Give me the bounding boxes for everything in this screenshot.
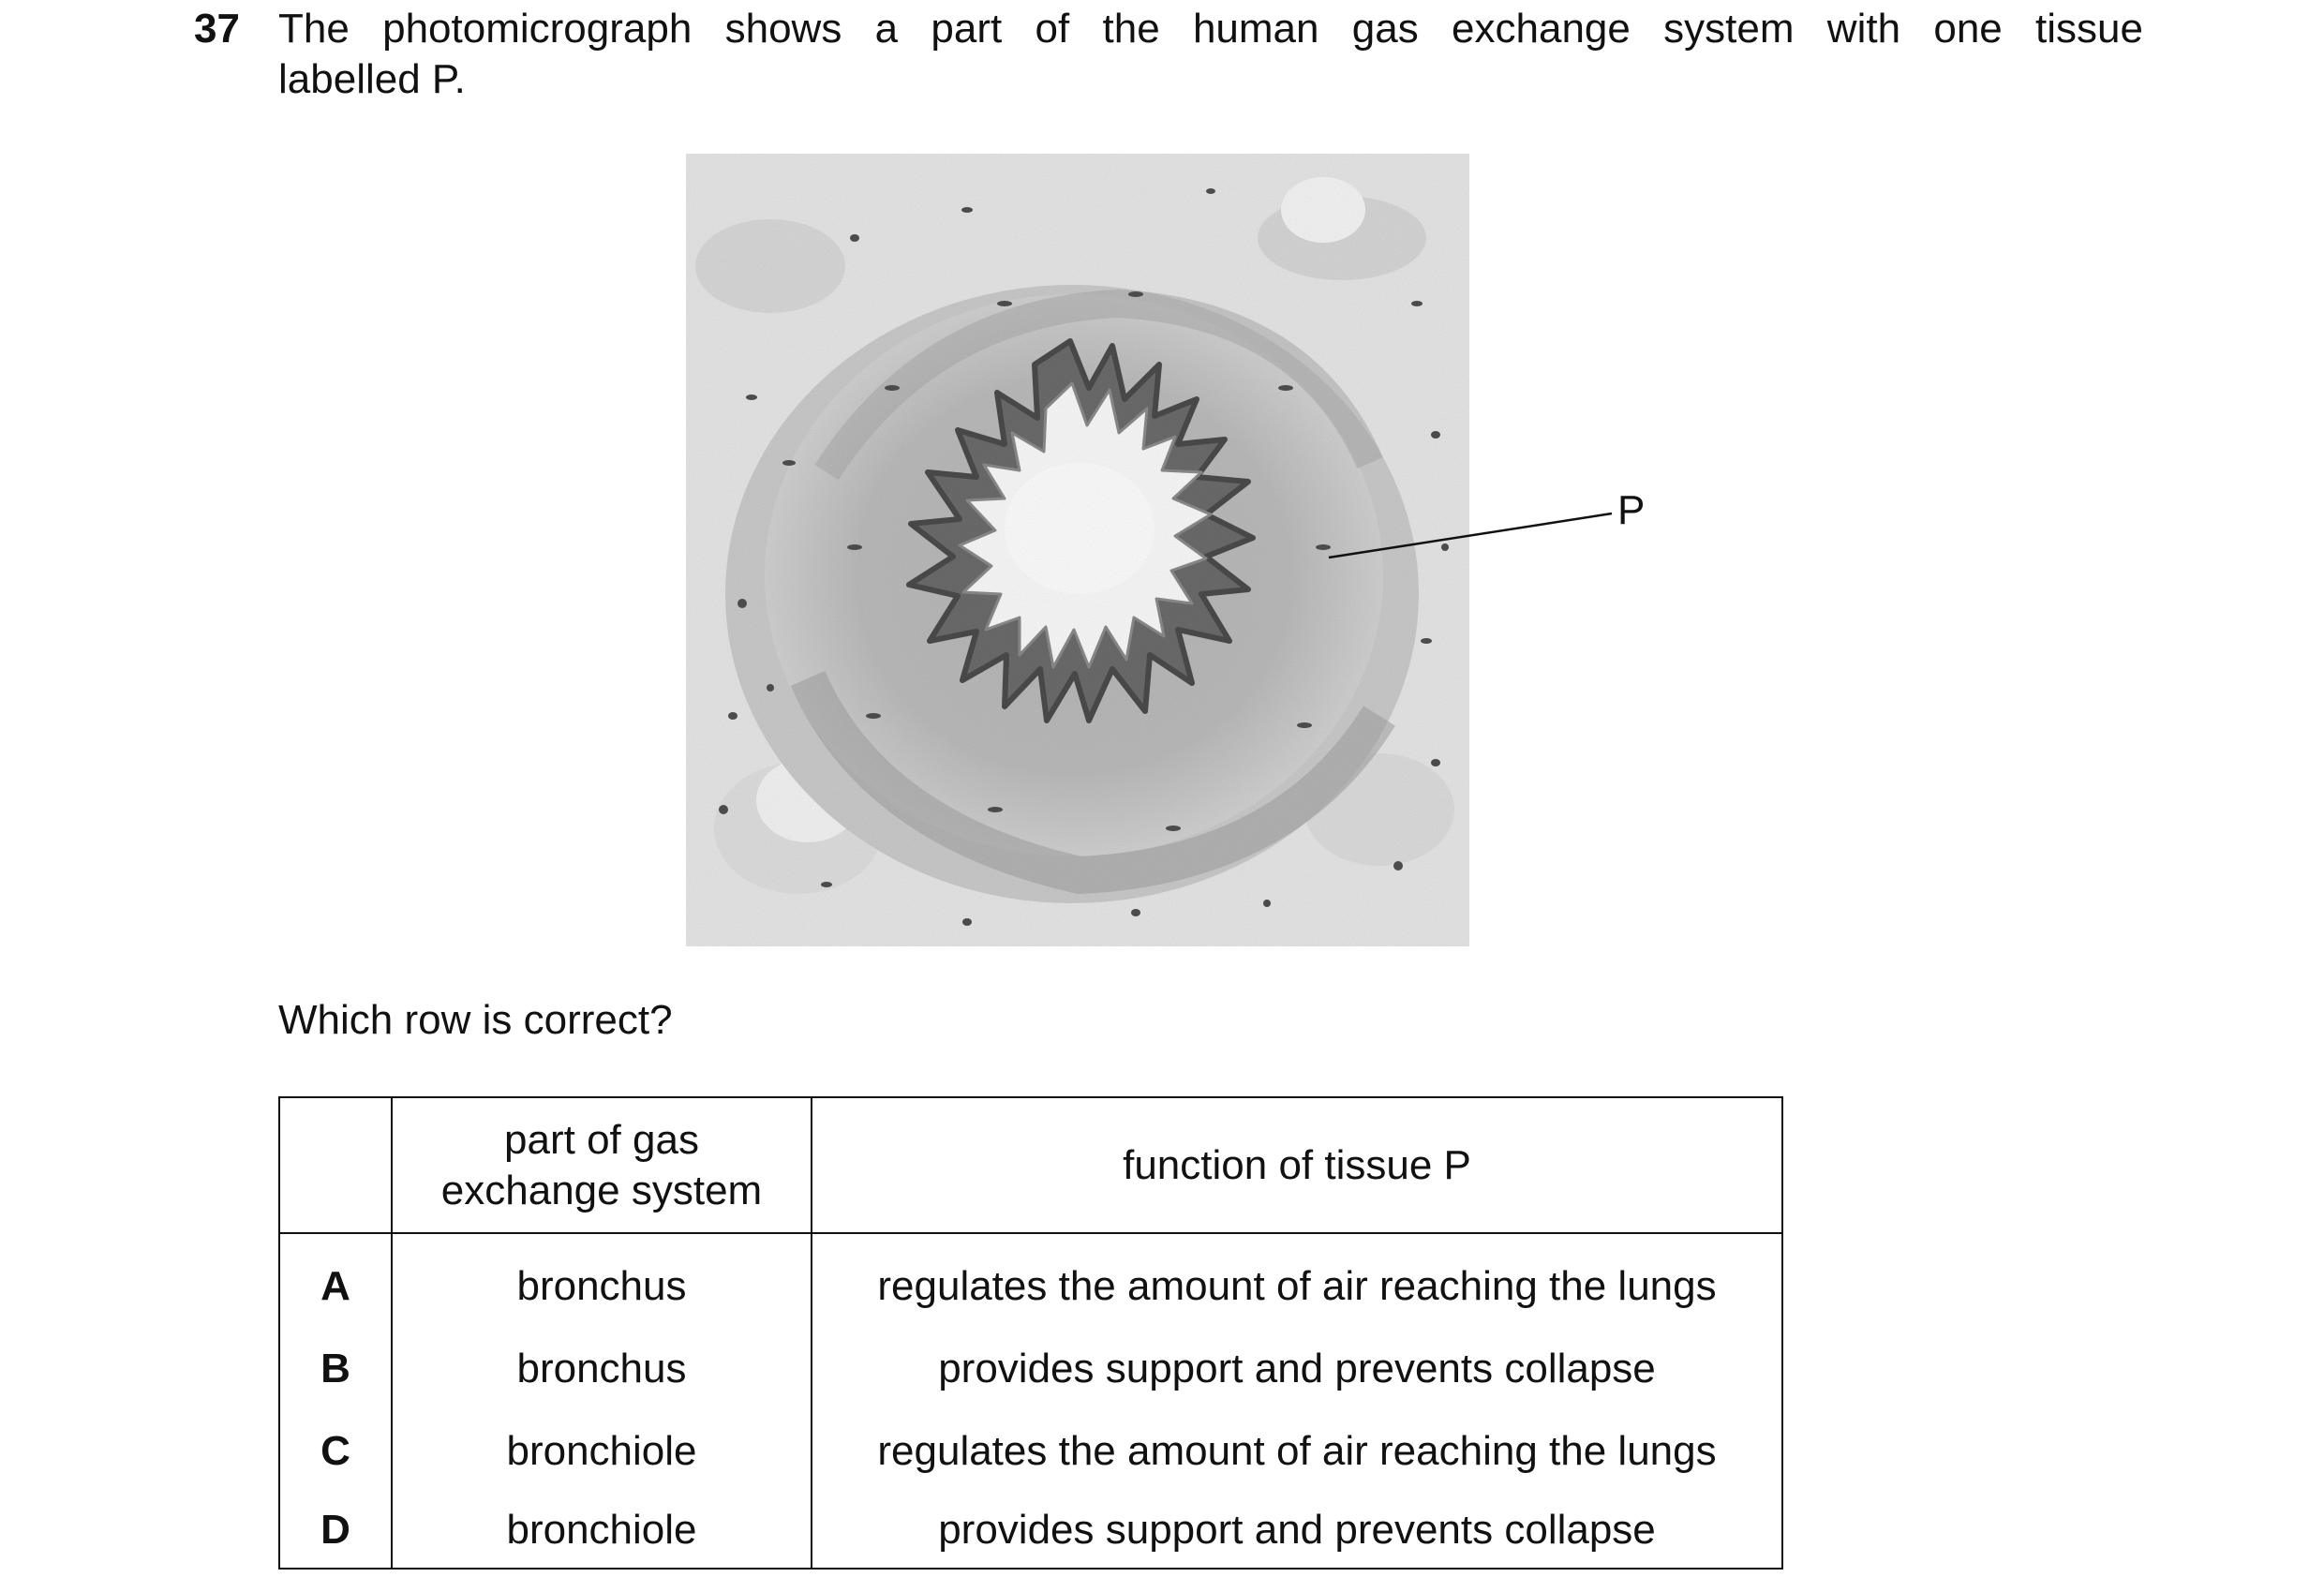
row-part: bronchus — [391, 1233, 812, 1328]
question-text-line-1: The photomicrograph shows a part of the … — [278, 6, 2143, 52]
label-p: P — [1617, 487, 1646, 533]
header-key — [278, 1096, 393, 1234]
row-key: C — [278, 1410, 393, 1493]
header-function: function of tissue P — [811, 1096, 1783, 1234]
row-key: A — [278, 1233, 393, 1328]
header-part-line-2: exchange system — [440, 1167, 763, 1213]
row-function: regulates the amount of air reaching the… — [811, 1410, 1783, 1493]
row-part: bronchiole — [391, 1493, 812, 1570]
table-header-row: part of gas exchange system function of … — [278, 1096, 1783, 1234]
table-row: C bronchiole regulates the amount of air… — [278, 1410, 1783, 1493]
question-text-line-2: labelled P. — [278, 56, 466, 102]
row-function: provides support and prevents collapse — [811, 1493, 1783, 1570]
answer-table: part of gas exchange system function of … — [278, 1096, 1783, 1570]
header-part: part of gas exchange system — [391, 1096, 812, 1234]
table-row: B bronchus provides support and prevents… — [278, 1328, 1783, 1410]
question-number: 37 — [194, 6, 240, 52]
row-key: D — [278, 1493, 393, 1570]
table-row: D bronchiole provides support and preven… — [278, 1493, 1783, 1570]
row-key: B — [278, 1328, 393, 1410]
header-part-line-1: part of gas — [504, 1116, 699, 1163]
question-text: The photomicrograph shows a part of the … — [278, 4, 2143, 105]
question-prompt: Which row is correct? — [278, 997, 673, 1043]
row-part: bronchus — [391, 1328, 812, 1410]
row-function: provides support and prevents collapse — [811, 1328, 1783, 1410]
row-function: regulates the amount of air reaching the… — [811, 1233, 1783, 1328]
table-row: A bronchus regulates the amount of air r… — [278, 1233, 1783, 1328]
row-part: bronchiole — [391, 1410, 812, 1493]
photomicrograph — [686, 154, 1469, 946]
